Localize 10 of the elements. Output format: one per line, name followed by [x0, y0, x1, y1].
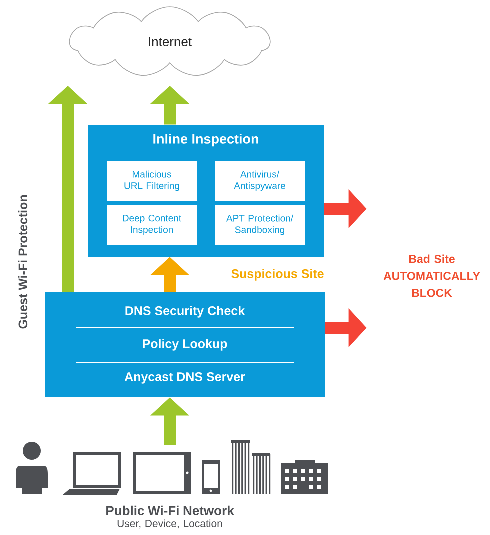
dns-panel: DNS Security Check Policy Lookup Anycast DNS Server: [45, 292, 325, 398]
feature-box: APT Protection/ Sandboxing: [215, 205, 305, 245]
side-label: Guest Wi-Fi Protection: [18, 195, 28, 329]
feature-box: Antivirus/ Antispyware: [215, 161, 305, 201]
edge-label: Suspicious Site: [232, 269, 324, 281]
feature-box: Malicious URL Filtering: [107, 161, 197, 201]
bad-site-note: Bad Site AUTOMATICALLY BLOCK: [384, 254, 480, 298]
cloud: Internet: [69, 6, 271, 76]
feature-box: Deep Content Inspection: [107, 205, 197, 245]
network-caption: Public Wi-Fi Network User, Device, Location: [106, 506, 234, 529]
